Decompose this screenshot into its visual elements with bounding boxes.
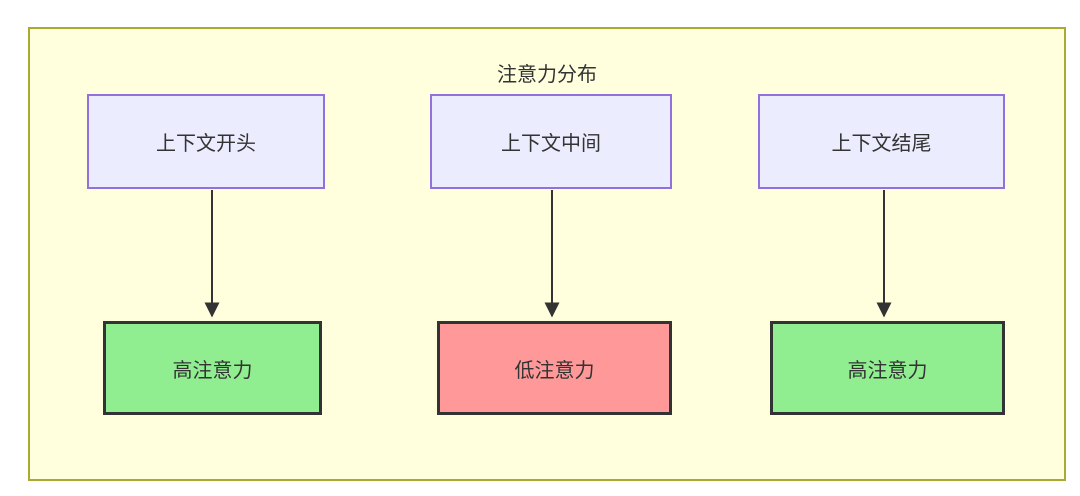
node-high-attention-left-label: 高注意力 [172, 357, 253, 382]
node-low-attention-middle: 低注意力 [437, 321, 672, 415]
node-low-attention-middle-label: 低注意力 [514, 357, 595, 382]
diagram-title: 注意力分布 [497, 62, 597, 86]
node-high-attention-left: 高注意力 [103, 321, 322, 415]
node-context-end-label: 上下文结尾 [831, 131, 932, 155]
node-context-middle: 上下文中间 [430, 94, 672, 189]
node-high-attention-right: 高注意力 [770, 321, 1005, 415]
node-high-attention-right-label: 高注意力 [847, 357, 928, 382]
node-context-start-label: 上下文开头 [156, 131, 256, 155]
node-context-end: 上下文结尾 [758, 94, 1005, 189]
node-context-middle-label: 上下文中间 [501, 131, 601, 155]
node-context-start: 上下文开头 [87, 94, 325, 189]
